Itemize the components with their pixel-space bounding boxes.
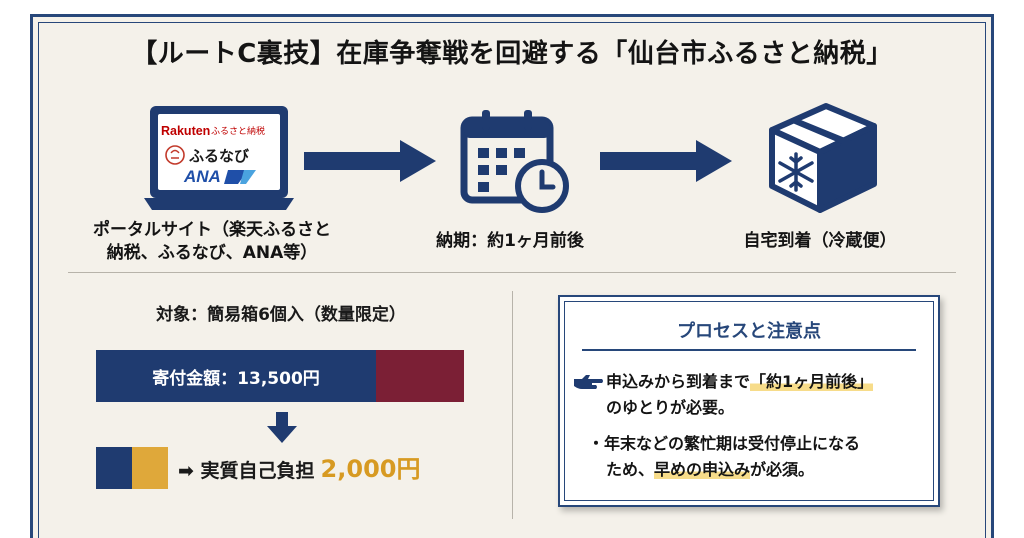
note-busy-season-mid: ため、 (606, 460, 655, 479)
furusato-logo-text: ふるさと納税 (211, 125, 265, 137)
note-busy-season: ・年末などの繁忙期は受付停止になる ため、早めの申込みが必須。 (588, 431, 928, 483)
note-lead-time-post: のゆとりが必要。 (606, 398, 735, 417)
rakuten-logo-text: Rakuten (161, 124, 210, 138)
delivery-caption: 自宅到着（冷蔵便） (743, 231, 897, 251)
calendar-clock-icon (460, 110, 569, 213)
notes-box-inner-border (564, 301, 934, 501)
inner-frame (38, 22, 986, 538)
furunavi-logo-text: ふるなび (189, 147, 249, 165)
donation-bar-remainder (376, 350, 464, 402)
column-divider (512, 291, 513, 519)
net-burden-bars (96, 447, 168, 489)
net-burden-amount: 2,000円 (320, 455, 421, 483)
furunavi-mark-icon (165, 145, 185, 165)
portal-caption-line2: 納税、ふるなび、ANA等） (106, 243, 318, 263)
arrow-right-icon (600, 140, 732, 182)
note-busy-season-pre: ・年末などの繁忙期は受付停止になる (588, 434, 861, 453)
note-lead-time: 申込みから到着まで「約1ヶ月前後」 のゆとりが必要。 (606, 369, 936, 421)
notes-box-rule (582, 349, 916, 351)
net-burden-bar-gold (132, 447, 168, 489)
note-busy-season-highlight: 早めの申込み (654, 460, 751, 479)
portal-caption: ポータルサイト（楽天ふるさと 納税、ふるなび、ANA等） (62, 219, 362, 265)
notes-box-title: プロセスと注意点 (677, 321, 821, 342)
net-burden-bar-navy (96, 447, 132, 489)
note-lead-time-pre: 申込みから到着まで (606, 372, 751, 391)
lead-time-caption: 納期：約1ヶ月前後 (436, 231, 584, 251)
snowflake-icon (778, 152, 814, 192)
donation-amount-label: 寄付金額：13,500円 (96, 350, 376, 402)
net-burden-label: ➡ 実質自己負担 (178, 460, 315, 482)
note-lead-time-highlight: 「約1ヶ月前後」 (750, 372, 874, 391)
net-burden-text: ➡ 実質自己負担 2,000円 (178, 449, 420, 484)
donation-bar: 寄付金額：13,500円 (96, 350, 464, 402)
ana-stripe-icon (224, 170, 248, 184)
page-title: 【ルートC裏技】在庫争奪戦を回避する「仙台市ふるさと納税」 (131, 39, 893, 69)
arrow-down-icon (267, 412, 297, 443)
section-divider (68, 272, 956, 273)
laptop-icon: Rakuten ふるさと納税 ふるなび ANA (144, 106, 294, 210)
portal-caption-line1: ポータルサイト（楽天ふるさと (93, 220, 331, 240)
note-busy-season-post: が必須。 (750, 460, 815, 479)
pointing-hand-icon (574, 375, 603, 389)
notes-box: プロセスと注意点 申込みから到着まで「約1ヶ月前後」 のゆとりが必要。 ・年末な… (558, 295, 940, 507)
target-label: 対象：簡易箱6個入（数量限定） (156, 305, 406, 325)
ana-logo-text: ANA (183, 167, 221, 186)
refrigerated-box-icon (769, 103, 877, 213)
arrow-right-icon (304, 140, 436, 182)
